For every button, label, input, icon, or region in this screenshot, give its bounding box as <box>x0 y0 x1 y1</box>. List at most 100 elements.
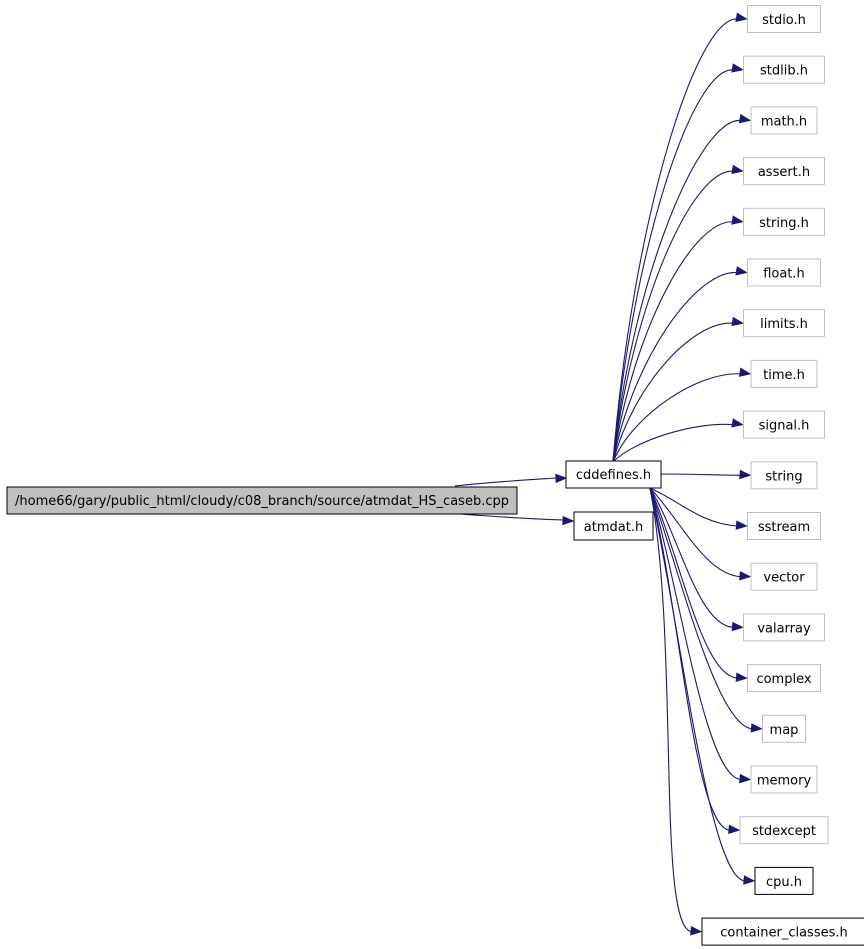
header-node-box <box>750 765 818 794</box>
header-node-container-classes-h[interactable]: container_classes.h <box>701 917 864 946</box>
edge-limits-h <box>612 322 734 463</box>
header-node-label: container_classes.h <box>720 926 848 941</box>
header-node-box <box>750 461 818 490</box>
header-node-vector[interactable]: vector <box>750 562 818 591</box>
edge-sstream <box>649 487 738 527</box>
header-node-label: stdexcept <box>752 824 816 839</box>
arrowhead-complex <box>735 672 748 682</box>
header-node-label: memory <box>757 774 812 789</box>
header-node-assert-h[interactable]: assert.h <box>743 157 825 186</box>
header-node-math-h[interactable]: math.h <box>750 106 818 135</box>
edge-stdio-h <box>612 18 738 463</box>
edge-vector <box>649 487 742 578</box>
edge-string-h <box>612 221 734 463</box>
header-node-stdexcept[interactable]: stdexcept <box>739 816 829 845</box>
arrowhead-memory <box>739 773 752 784</box>
header-node-box <box>743 309 825 338</box>
edge-signal-h <box>612 423 734 463</box>
header-node-label: map <box>770 723 799 738</box>
root-node[interactable]: /home66/gary/public_html/cloudy/c08_bran… <box>6 486 518 515</box>
header-node-label: sstream <box>758 520 810 535</box>
arrowhead-stdlib-h <box>731 63 744 73</box>
arrowhead-string-h <box>731 215 744 225</box>
header-node-label: signal.h <box>759 419 810 434</box>
edge-map <box>649 487 753 730</box>
arrowhead-sstream <box>735 520 748 530</box>
header-node-memory[interactable]: memory <box>750 765 818 794</box>
edge-root-to-atmdat <box>459 513 565 521</box>
edge-root-to-cddefines <box>454 477 557 487</box>
header-node-label: string.h <box>759 216 809 231</box>
header-node-stdio-h[interactable]: stdio.h <box>747 5 821 33</box>
header-node-box <box>747 258 821 287</box>
edge-stdlib-h <box>612 69 734 463</box>
edge-math-h <box>612 119 742 463</box>
edge-memory <box>649 487 742 781</box>
edges <box>454 12 763 936</box>
hub-node-label: cddefines.h <box>576 468 651 483</box>
arrowhead-cddefines <box>555 473 568 484</box>
edge-time-h <box>612 373 742 463</box>
header-node-label: vector <box>763 571 805 586</box>
edge-float-h <box>612 271 738 463</box>
header-node-box <box>762 714 806 743</box>
header-node-label: valarray <box>757 621 811 636</box>
header-node-label: cpu.h <box>766 875 802 890</box>
arrowhead-atmdat <box>562 515 575 526</box>
header-node-box <box>747 512 821 540</box>
edge-stdexcept <box>649 487 731 831</box>
header-node-label: limits.h <box>760 317 808 332</box>
header-node-sstream[interactable]: sstream <box>747 512 821 540</box>
header-node-signal-h[interactable]: signal.h <box>743 410 825 439</box>
header-node-valarray[interactable]: valarray <box>743 613 825 642</box>
hub-node[interactable]: cddefines.h <box>565 460 662 489</box>
header-node-label: float.h <box>763 267 805 282</box>
header-node-box <box>750 106 818 135</box>
header-node-label: time.h <box>763 368 805 383</box>
header-node-time-h[interactable]: time.h <box>750 359 818 388</box>
header-nodes: stdio.h stdlib.h math.h assert.h string.h flo… <box>701 5 864 946</box>
header-node-box <box>750 359 818 388</box>
header-node-box <box>743 55 825 84</box>
arrowhead-string <box>739 469 752 480</box>
header-node-box <box>750 562 818 591</box>
header-node-complex[interactable]: complex <box>747 664 821 693</box>
atmdat-node-label: atmdat.h <box>584 520 643 535</box>
root-node-label: /home66/gary/public_html/cloudy/c08_bran… <box>15 494 509 509</box>
header-node-label: stdio.h <box>762 13 806 28</box>
arrowhead-math-h <box>738 113 752 124</box>
arrowhead-assert-h <box>731 164 744 175</box>
header-node-box <box>701 917 864 946</box>
header-node-stdlib-h[interactable]: stdlib.h <box>743 55 825 84</box>
header-node-box <box>743 410 825 439</box>
header-node-label: assert.h <box>758 165 810 180</box>
arrowhead-signal-h <box>731 418 744 428</box>
header-node-box <box>743 157 825 186</box>
edge-string <box>660 473 742 476</box>
header-node-label: math.h <box>761 114 807 129</box>
header-node-box <box>747 664 821 693</box>
arrowhead-container-classes-h <box>690 926 703 936</box>
header-node-string-h[interactable]: string.h <box>743 207 825 236</box>
header-node-box <box>743 207 825 236</box>
arrowhead-valarray <box>731 621 744 632</box>
edge-assert-h <box>612 170 734 463</box>
edge-cpu-h <box>649 487 746 882</box>
header-node-float-h[interactable]: float.h <box>747 258 821 287</box>
arrowhead-time-h <box>738 367 752 377</box>
arrowhead-cpu-h <box>743 875 756 885</box>
arrowhead-stdexcept <box>728 824 741 835</box>
arrowhead-stdio-h <box>735 12 748 22</box>
header-node-limits-h[interactable]: limits.h <box>743 309 825 338</box>
atmdat-node[interactable]: atmdat.h <box>573 511 654 541</box>
arrowhead-map <box>750 723 763 733</box>
header-node-box <box>739 816 829 845</box>
edge-complex <box>649 487 738 679</box>
header-node-string[interactable]: string <box>750 461 818 490</box>
header-node-label: complex <box>756 672 811 687</box>
header-node-cpu-h[interactable]: cpu.h <box>754 866 814 895</box>
header-node-map[interactable]: map <box>762 714 806 743</box>
header-node-box <box>754 866 814 895</box>
header-node-box <box>743 613 825 642</box>
